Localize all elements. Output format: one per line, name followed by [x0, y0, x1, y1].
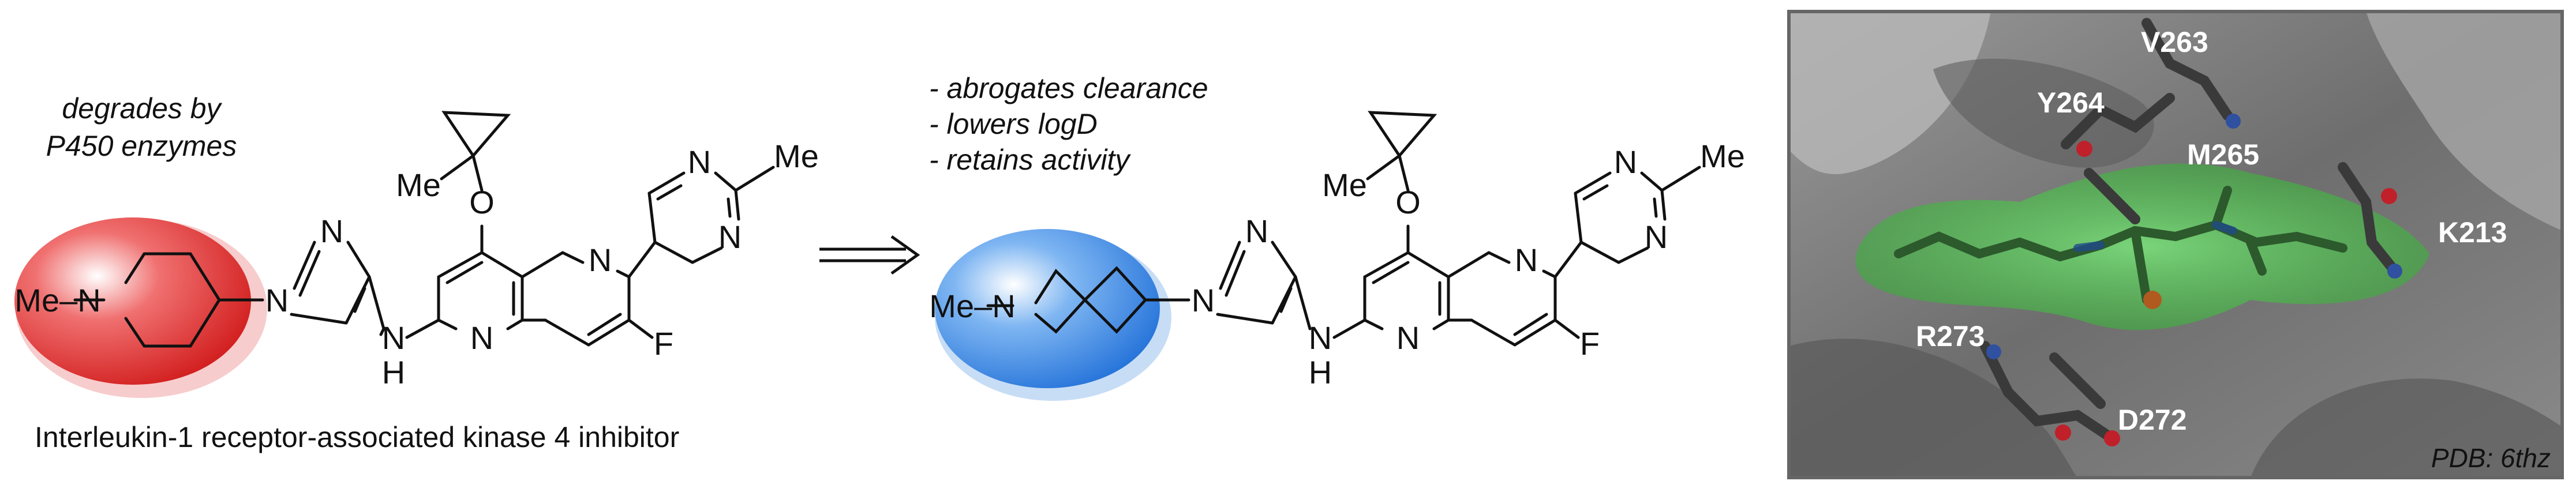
- atom-pym-n1-mid: N: [1614, 144, 1637, 180]
- atom-me-pym-left: Me: [774, 138, 819, 174]
- atom-pyrazole-n1-mid: N: [1192, 282, 1215, 318]
- atom-pym-n2-mid: N: [1645, 219, 1668, 255]
- note-degrades: degrades by: [62, 92, 222, 125]
- atom-me-n-mid: Me–N: [929, 288, 1015, 324]
- atom-pym-n1-left: N: [688, 144, 711, 180]
- atom-f-left: F: [654, 325, 673, 362]
- atom-pyrazole-n2-left: N: [320, 213, 343, 249]
- atom-pyridine-n-mid: N: [1515, 242, 1538, 278]
- atom-o-left: O: [469, 184, 495, 220]
- atom-pyrazole-n1-left: N: [265, 282, 289, 318]
- atom-me-pym-mid: Me: [1700, 138, 1745, 174]
- atom-nh-h-mid: H: [1309, 354, 1332, 390]
- transformation-arrow: [819, 235, 920, 275]
- residue-m265: M265: [2187, 138, 2259, 171]
- bullet-2: - lowers logD: [929, 108, 1098, 140]
- bullet-1: - abrogates clearance: [929, 72, 1208, 104]
- atom-pyridine-n-left: N: [589, 242, 612, 278]
- atom-me-cp-left: Me: [396, 167, 441, 203]
- bullet-3: - retains activity: [929, 144, 1131, 176]
- atom-pyrimidine-n-a-left: N: [470, 320, 493, 356]
- residue-y264: Y264: [2037, 87, 2105, 119]
- atom-me-n-left: Me–N: [14, 282, 100, 318]
- middle-structure: - abrogates clearance - lowers logD - re…: [929, 72, 1745, 401]
- atom-o-mid: O: [1395, 184, 1421, 220]
- atom-nh-n-mid: N: [1309, 320, 1332, 356]
- protein-panel: V263 Y264 M265 K213 R273 D272 PDB: 6thz: [1787, 10, 2564, 479]
- left-structure: degrades by P450 enzymes: [14, 92, 819, 453]
- residue-d272: D272: [2118, 404, 2187, 436]
- atom-me-cp-mid: Me: [1322, 167, 1367, 203]
- atom-pyrimidine-n-a-mid: N: [1396, 320, 1420, 356]
- pdb-label: PDB: 6thz: [2431, 443, 2551, 473]
- atom-nh-h-left: H: [382, 354, 405, 390]
- left-caption: Interleukin-1 receptor-associated kinase…: [35, 421, 679, 453]
- atom-nh-n-left: N: [382, 320, 405, 356]
- atom-pym-n2-left: N: [718, 219, 742, 255]
- atom-pyrazole-n2-mid: N: [1245, 213, 1268, 249]
- atom-f-mid: F: [1580, 325, 1600, 362]
- residue-v263: V263: [2141, 26, 2208, 58]
- blue-highlight: [935, 229, 1160, 388]
- note-p450: P450 enzymes: [46, 130, 237, 162]
- residue-r273: R273: [1916, 320, 1985, 352]
- residue-k213: K213: [2438, 216, 2507, 249]
